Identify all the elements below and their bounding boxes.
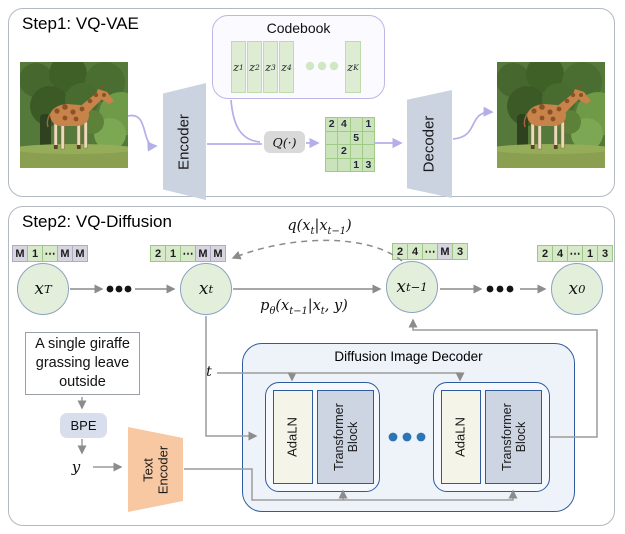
grid-cell: 1	[350, 158, 362, 171]
grid-cell	[350, 118, 362, 131]
token-cell: M	[437, 243, 453, 260]
encoder-block: Encoder	[163, 83, 206, 200]
adaln-label-2: AdaLN	[452, 417, 468, 457]
token-cell: ⋯	[180, 245, 196, 262]
grid-cell: 3	[362, 158, 374, 171]
transformer-label-1: Transformer Block	[331, 403, 360, 471]
giraffe-input-image	[20, 62, 128, 168]
token-cell: ⋯	[567, 245, 583, 262]
y-label: y	[71, 458, 81, 476]
encoder-label: Encoder	[175, 113, 193, 170]
grid-cell: 1	[362, 118, 374, 131]
denoising-label: pθ(xt−1|xt, y)	[260, 298, 348, 317]
adaln-block-2: AdaLN	[441, 390, 481, 484]
posterior-label: q(xt|xt−1)	[287, 218, 352, 237]
token-cell: 2	[392, 243, 408, 260]
token-cell: 4	[552, 245, 568, 262]
grid-cell	[350, 145, 362, 158]
transformer-block-2: Transformer Block	[485, 390, 542, 484]
grid-cell	[338, 158, 350, 171]
grid-cell: 4	[338, 118, 350, 131]
step2-title: Step2: VQ-Diffusion	[22, 212, 172, 231]
token-cell: 1	[27, 245, 43, 262]
adaln-label-1: AdaLN	[284, 417, 300, 457]
text-prompt-box: A single giraffe grassing leave outside	[25, 332, 140, 395]
grid-cell	[326, 158, 338, 171]
bpe-box: BPE	[60, 413, 107, 438]
token-cell: 3	[452, 243, 468, 260]
token-cell: ⋯	[422, 243, 438, 260]
grid-cell	[338, 131, 350, 144]
decoder-label: Decoder	[420, 115, 438, 173]
text-encoder-block: Text Encoder	[128, 427, 183, 512]
token-cell: M	[195, 245, 211, 262]
grid-cell: 2	[338, 145, 350, 158]
token-cell: M	[57, 245, 73, 262]
token-cell: 1	[165, 245, 181, 262]
token-cell: 2	[537, 245, 553, 262]
t-label: t	[206, 364, 212, 380]
grid-cell: 5	[350, 131, 362, 144]
token-cell: 2	[150, 245, 166, 262]
grid-cell	[362, 145, 374, 158]
token-cell: M	[72, 245, 88, 262]
codebook-title: Codebook	[266, 20, 331, 36]
step1-title: Step1: VQ-VAE	[22, 14, 139, 33]
transformer-label-2: Transformer Block	[499, 403, 528, 471]
grid-cell	[326, 145, 338, 158]
token-cell: 3	[597, 245, 613, 262]
grid-cell	[326, 131, 338, 144]
diffusion-decoder-title: Diffusion Image Decoder	[334, 349, 483, 364]
transformer-block-1: Transformer Block	[317, 390, 374, 484]
grid-cell: 2	[326, 118, 338, 131]
decoder-block: Decoder	[407, 90, 452, 198]
codebook-ellipsis-dots	[305, 61, 339, 71]
token-cell: 4	[407, 243, 423, 260]
token-cell: M	[12, 245, 28, 262]
grid-cell	[362, 131, 374, 144]
token-cell: M	[210, 245, 226, 262]
token-cell: ⋯	[42, 245, 58, 262]
adaln-block-1: AdaLN	[273, 390, 313, 484]
text-encoder-label: Text Encoder	[139, 445, 170, 494]
token-cell: 1	[582, 245, 598, 262]
giraffe-output-image	[497, 62, 605, 168]
quantizer-box: Q(·)	[264, 131, 305, 153]
